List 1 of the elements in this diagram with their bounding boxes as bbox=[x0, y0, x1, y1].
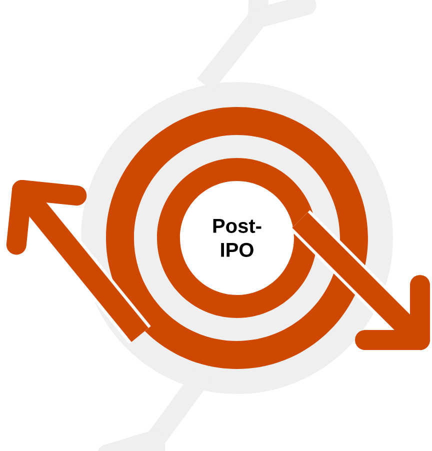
hub-circle: Post- IPO bbox=[181, 182, 293, 294]
